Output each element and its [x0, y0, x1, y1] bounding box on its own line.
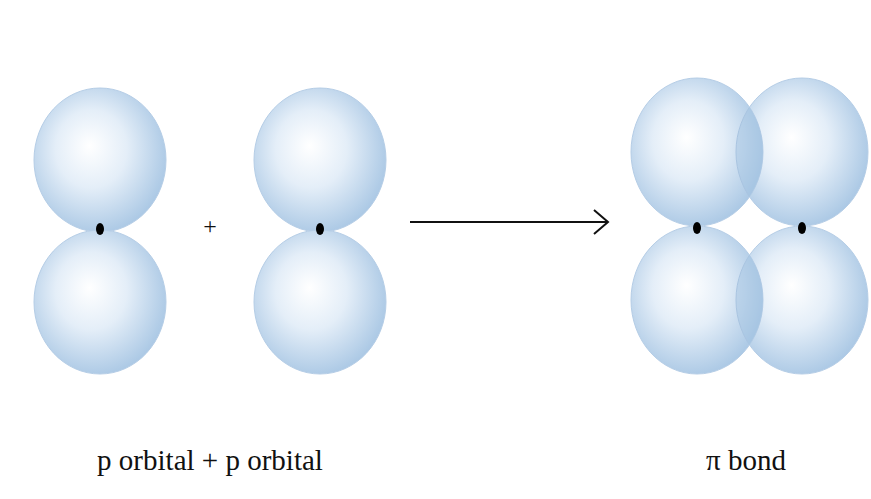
p-orbital: [34, 88, 166, 374]
reaction-arrow: [410, 210, 608, 234]
plus-sign: +: [203, 213, 217, 239]
p-orbital: [254, 88, 386, 374]
caption-label: π bond: [706, 445, 786, 477]
pi-bond-orbitals: [631, 78, 868, 374]
caption-label: p orbital + p orbital: [97, 445, 323, 477]
